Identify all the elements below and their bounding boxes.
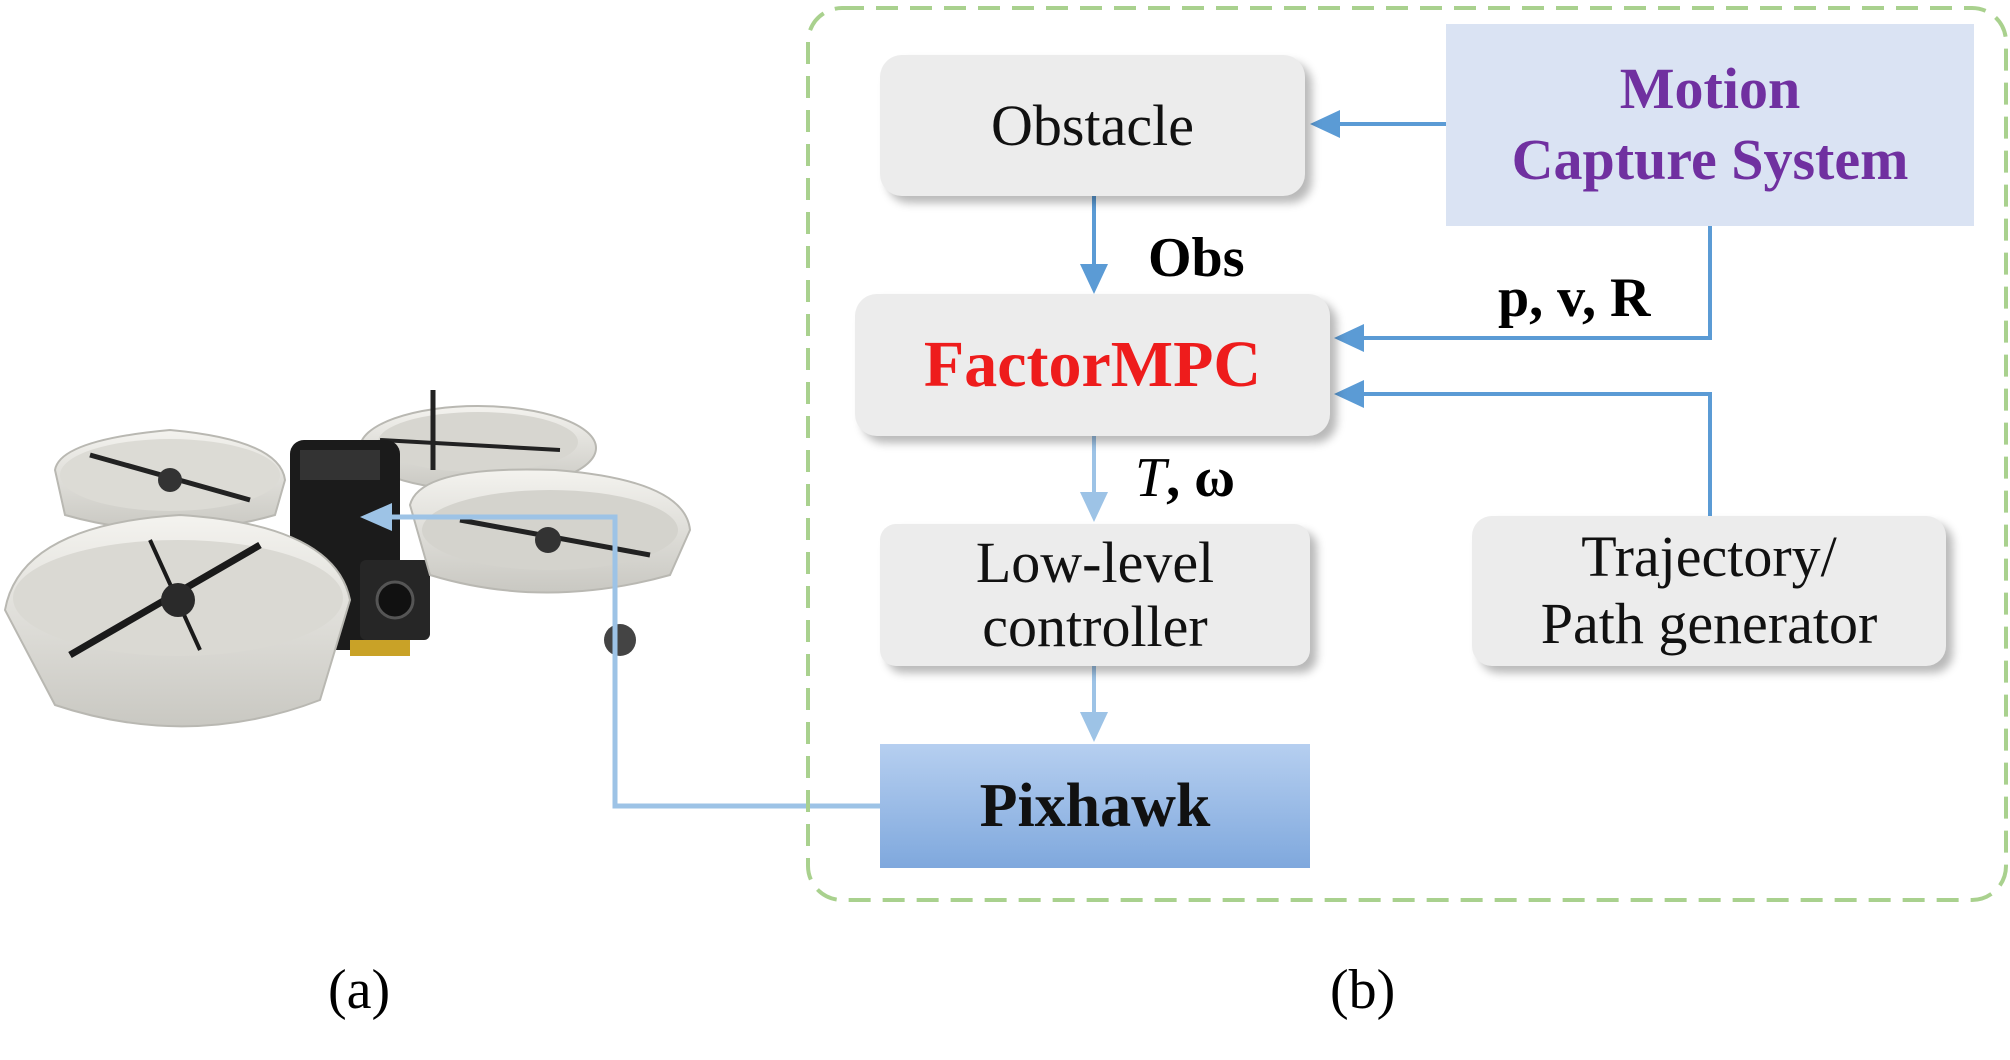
lowlevel-label-line2: controller (982, 594, 1208, 659)
trajectory-generator-node: Trajectory/ Path generator (1472, 516, 1946, 666)
caption-a: (a) (328, 959, 391, 1021)
system-boundary (806, 6, 2008, 902)
arrow-lowlevel-to-pixhawk-head (1080, 712, 1108, 742)
trajectory-line2: Path generator (1540, 591, 1878, 656)
arrow-factormpc-to-lowlevel-head (1080, 492, 1108, 522)
caption-b: (b) (1330, 959, 1396, 1021)
arrow-mocap-to-factormpc-head (1334, 324, 1364, 352)
factormpc-node: FactorMPC (855, 294, 1330, 436)
edge-label-thrust: T (1135, 447, 1167, 509)
trajectory-line1: Trajectory/ (1581, 524, 1837, 590)
edge-label-omega: , ω (1166, 447, 1236, 509)
arrow-mocap-to-factormpc (1362, 226, 1712, 340)
obstacle-node: Obstacle (880, 55, 1305, 196)
drone-duct-back-left (53, 428, 287, 531)
pixhawk-node: Pixhawk (880, 744, 1310, 868)
arrow-obstacle-to-factormpc-head (1080, 264, 1108, 294)
arrow-trajectory-to-factormpc (1362, 392, 1712, 516)
factormpc-label: FactorMPC (923, 328, 1262, 401)
lowlevel-label-line1: Low-level (975, 530, 1215, 596)
edge-label-thrust-omega: T, ω (1135, 450, 1235, 506)
arrow-trajectory-to-factormpc-head (1334, 380, 1364, 408)
lowlevel-controller-node: Low-level controller (880, 524, 1310, 666)
motion-capture-node: Motion Capture System (1446, 24, 1974, 226)
motion-capture-line1: Motion (1619, 56, 1801, 122)
edge-label-pvr: p, v, R (1498, 267, 1651, 329)
edge-label-obs: Obs (1148, 227, 1245, 289)
pixhawk-label: Pixhawk (979, 771, 1211, 840)
drone-duct-front-left (3, 513, 352, 728)
arrow-pixhawk-to-drone-head (360, 503, 392, 531)
drone-duct-back-right (359, 390, 597, 491)
arrow-mocap-to-obstacle-head (1310, 110, 1340, 138)
obstacle-label: Obstacle (991, 93, 1194, 158)
arrow-pixhawk-to-drone (385, 514, 880, 809)
motion-capture-line2: Capture System (1511, 127, 1909, 192)
